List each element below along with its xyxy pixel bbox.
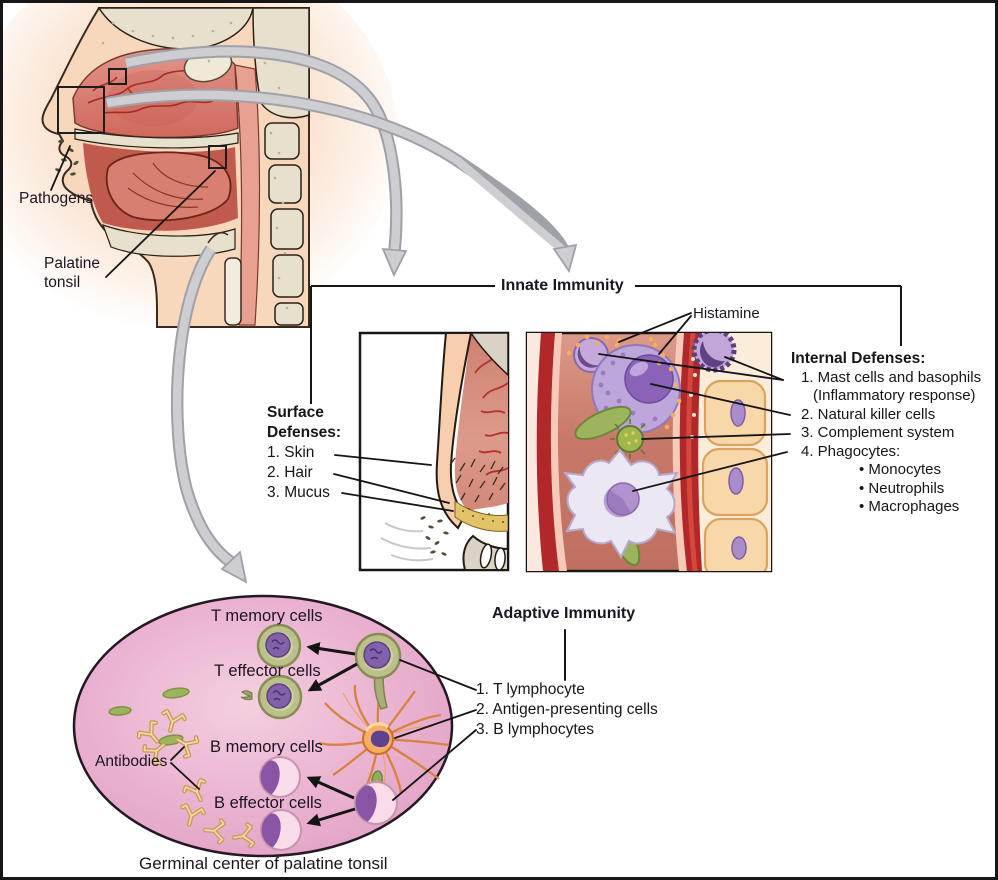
epithelial-nuclei [728, 399, 747, 560]
region-markers [57, 68, 227, 169]
flow-arrow-to-surface-panel [124, 45, 408, 278]
leader-lines [50, 145, 791, 801]
t-memory-label: T memory cells [211, 607, 323, 625]
histamine-dots [566, 334, 682, 430]
pathogens-line [50, 145, 71, 191]
nk-line [650, 383, 791, 416]
pathogens-label: Pathogens [19, 190, 94, 207]
surface-item-mucus: 3. Mucus [267, 484, 330, 501]
internal-item-nk-cells: 2. Natural killer cells [801, 405, 936, 423]
dendritic-cell [318, 674, 450, 794]
internal-defenses-list: Internal Defenses: 1. Mast cells and bas… [791, 350, 995, 517]
surface-defenses-heading: Surface Defenses: [267, 404, 342, 441]
b-effector-label: B effector cells [214, 794, 322, 812]
tongue-ridges [127, 162, 209, 208]
nose-cavity [454, 333, 508, 511]
t-memory-cell [256, 623, 302, 669]
phagocyte [562, 448, 679, 560]
t-lymphocyte-line [399, 659, 477, 691]
internal-item-complement: 3. Complement system [801, 424, 955, 441]
nose-cartilage [470, 333, 508, 377]
flow-arrow-to-internal-panel [105, 88, 578, 274]
innate-immunity-title: Innate Immunity [501, 277, 624, 294]
exhaled-pathogens [420, 516, 449, 556]
mucus-dots [462, 508, 504, 523]
vessel-wall-left [536, 333, 559, 571]
differentiation-arrows [306, 642, 358, 827]
flow-arrow-to-germinal-center [170, 245, 248, 584]
t-lymphocyte-cell [354, 632, 402, 680]
nose-mucus [454, 500, 508, 532]
tonsil-region-marker [208, 145, 227, 169]
internal-item-inflammatory: (Inflammatory response) [813, 387, 976, 404]
nose-region-marker [57, 86, 105, 134]
b-lymphocyte-line [392, 729, 477, 801]
tooth [479, 543, 493, 569]
surface-defenses-panel [358, 331, 510, 572]
tooth [494, 547, 506, 570]
skin-line [334, 454, 432, 466]
adaptive-item-t-lymphocyte: 1. T lymphocyte [476, 681, 585, 698]
germinal-center-caption: Germinal center of palatine tonsil [139, 854, 388, 873]
internal-item-monocytes: • Monocytes [859, 461, 941, 478]
t-effector-cell [240, 674, 303, 720]
histamine-line-a [618, 312, 692, 343]
histamine-label: Histamine [693, 305, 760, 322]
mast-cell [691, 333, 737, 373]
internal-item-neutrophils: • Neutrophils [859, 479, 945, 497]
surface-item-skin: 1. Skin [267, 444, 315, 461]
complement-line [641, 433, 791, 440]
bacterium [574, 405, 632, 441]
mucus-line [341, 492, 454, 512]
adaptive-immunity-title: Adaptive Immunity [492, 605, 636, 622]
epiglottis [207, 232, 229, 244]
flow-arrows [105, 45, 578, 584]
apc-line [394, 709, 477, 739]
trachea [224, 257, 242, 326]
histamine-line-b [658, 315, 692, 355]
antibodies-label: Antibodies [95, 753, 168, 770]
nasal-region-marker [108, 68, 127, 85]
palatine-tonsil-line [105, 170, 216, 278]
internal-defenses-panel [525, 331, 773, 573]
mast-line-a [598, 353, 784, 381]
internal-item-mast-cells: 1. Mast cells and basophils [801, 368, 982, 386]
pharynx [234, 64, 261, 326]
t-effector-label: T effector cells [214, 662, 321, 680]
internal-item-macrophages: • Macrophages [859, 498, 960, 515]
mast-line-b [724, 356, 784, 381]
diagram-artwork [3, 3, 902, 858]
nose-hairs [449, 457, 506, 503]
internal-defenses-heading: Internal Defenses: [791, 350, 926, 367]
palatine-tonsil-label: Palatine tonsil [44, 255, 101, 291]
surface-item-hair: 2. Hair [267, 464, 313, 481]
vessel-lining-left [550, 333, 567, 571]
hair-line [333, 473, 450, 504]
adaptive-legend: 1. T lymphocyte 2. Antigen-presenting ce… [476, 680, 658, 740]
sneeze-arcs [380, 522, 434, 562]
tongue [105, 151, 232, 222]
phagocyte-line [632, 451, 788, 492]
b-lymphocyte-cell [354, 781, 398, 825]
germinal-bacteria [108, 687, 190, 746]
palate-bone [74, 128, 239, 149]
internal-item-phagocytes: 4. Phagocytes: [801, 442, 901, 460]
surface-defenses-list: Surface Defenses: 1. Skin 2. Hair 3. Muc… [267, 403, 367, 503]
head-illustration [3, 3, 398, 333]
antibodies-line-b [170, 762, 200, 790]
b-memory-label: B memory cells [210, 738, 323, 756]
antibodies-line-a [170, 746, 185, 761]
bone-stipple [101, 21, 289, 310]
vertebrae [264, 122, 304, 326]
adaptive-item-b-lymphocytes: 3. B lymphocytes [476, 721, 595, 738]
adaptive-item-apc: 2. Antigen-presenting cells [476, 701, 658, 718]
innate-immunity-bracket [310, 285, 902, 404]
germinal-center [72, 594, 454, 858]
vessel-wall-highlight [686, 333, 698, 571]
